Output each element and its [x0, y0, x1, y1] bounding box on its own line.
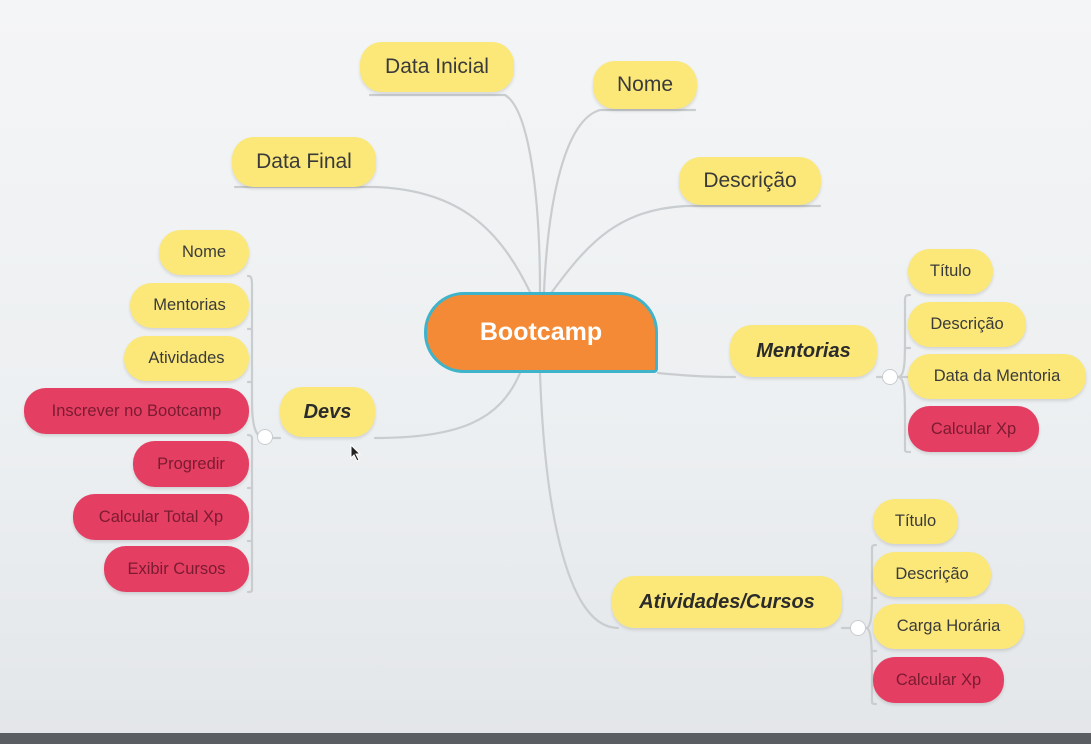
atividades-attr-titulo[interactable]: Título	[873, 499, 958, 544]
atividades-attr-descricao[interactable]: Descrição	[873, 552, 991, 597]
devs-method-progredir[interactable]: Progredir	[133, 441, 249, 487]
branch-devs[interactable]: Devs	[280, 387, 375, 437]
node-nome[interactable]: Nome	[593, 61, 697, 109]
link-descricao	[550, 204, 822, 294]
link-data-inicial	[368, 93, 542, 294]
collapse-hub-icon[interactable]	[257, 429, 273, 445]
mouse-pointer-icon	[350, 444, 362, 462]
link-devs	[373, 371, 522, 440]
mentorias-attr-descricao[interactable]: Descrição	[908, 302, 1026, 347]
node-descricao[interactable]: Descrição	[679, 157, 821, 205]
root-node[interactable]: Bootcamp	[424, 292, 658, 373]
link-mentorias	[656, 371, 737, 379]
collapse-hub-icon[interactable]	[882, 369, 898, 385]
link-data-final	[233, 185, 532, 294]
window-bottom-edge	[0, 733, 1091, 744]
branch-mentorias[interactable]: Mentorias	[730, 325, 877, 377]
devs-method-calcular-total-xp[interactable]: Calcular Total Xp	[73, 494, 249, 540]
devs-attr-atividades[interactable]: Atividades	[124, 336, 249, 381]
devs-method-exibir-cursos[interactable]: Exibir Cursos	[104, 546, 249, 592]
branch-atividades-cursos[interactable]: Atividades/Cursos	[612, 576, 842, 628]
link-nome	[542, 108, 697, 294]
link-atividades	[538, 371, 620, 630]
mentorias-attr-titulo[interactable]: Título	[908, 249, 993, 294]
devs-attr-nome[interactable]: Nome	[159, 230, 249, 275]
devs-attr-mentorias[interactable]: Mentorias	[130, 283, 249, 328]
node-data-final[interactable]: Data Final	[232, 137, 376, 187]
devs-method-inscrever[interactable]: Inscrever no Bootcamp	[24, 388, 249, 434]
atividades-attr-carga-horaria[interactable]: Carga Horária	[873, 604, 1024, 649]
collapse-hub-icon[interactable]	[850, 620, 866, 636]
mentorias-attr-data-mentoria[interactable]: Data da Mentoria	[908, 354, 1086, 399]
atividades-method-calcular-xp[interactable]: Calcular Xp	[873, 657, 1004, 703]
node-data-inicial[interactable]: Data Inicial	[360, 42, 514, 92]
mentorias-method-calcular-xp[interactable]: Calcular Xp	[908, 406, 1039, 452]
